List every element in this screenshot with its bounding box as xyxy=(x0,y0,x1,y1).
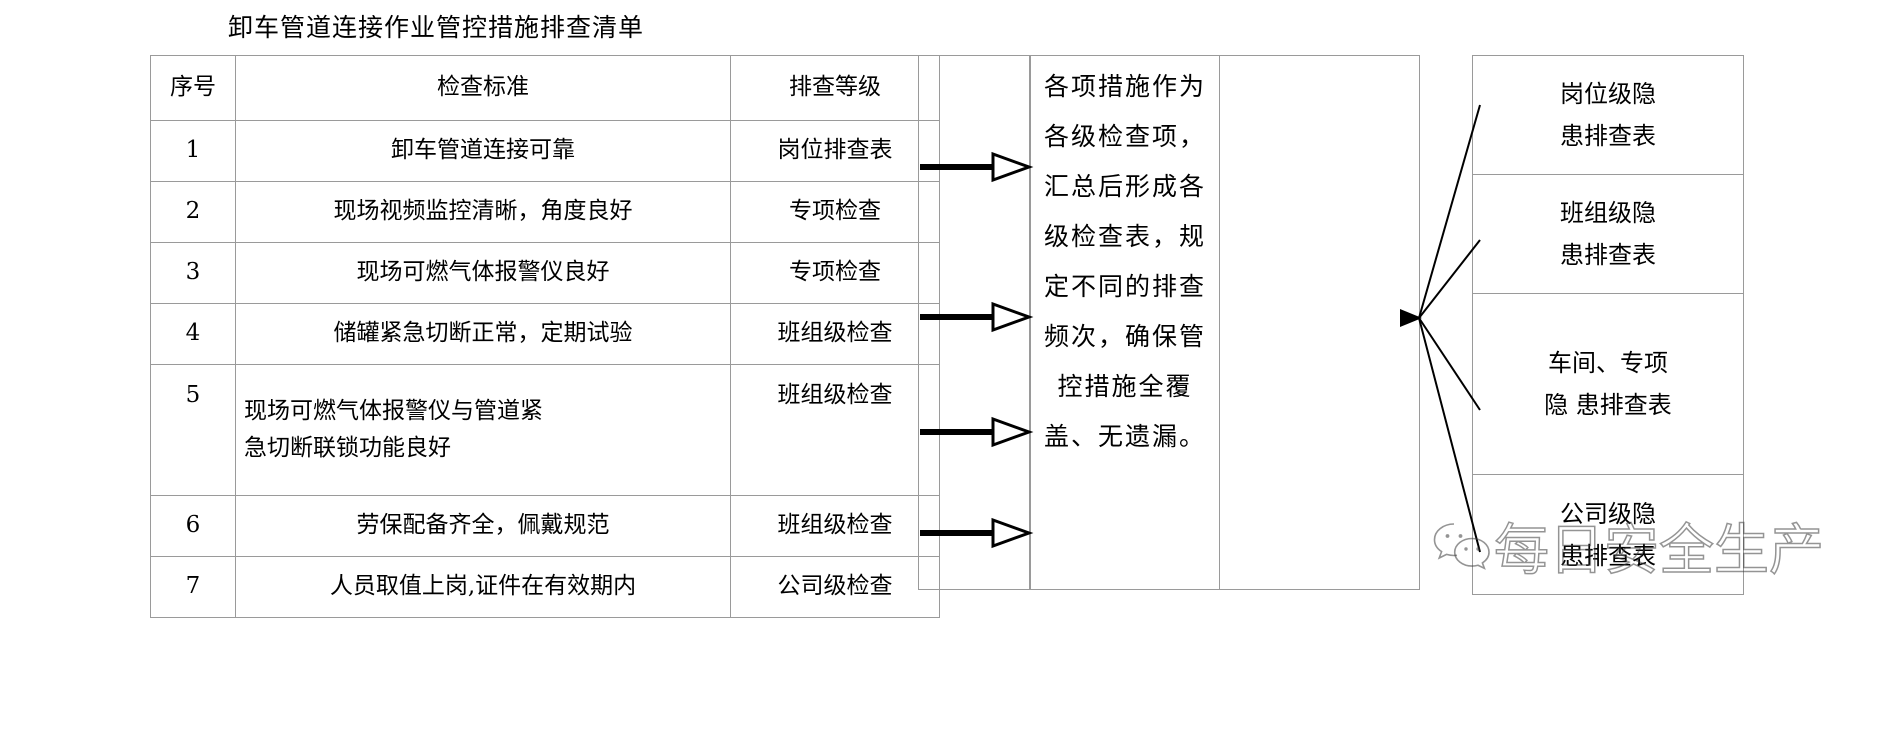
arrow-gap-column xyxy=(918,55,1030,590)
row-level: 班组级检查 xyxy=(730,495,940,557)
table-row: 7 人员取值上岗,证件在有效期内 公司级检查 xyxy=(150,556,940,618)
row-no: 1 xyxy=(150,120,236,182)
checklist-table: 序号 检查标准 排查等级 1 卸车管道连接可靠 岗位排查表 2 现场视频监控清晰… xyxy=(150,55,940,618)
table-row: 3 现场可燃气体报警仪良好 专项检查 xyxy=(150,242,940,304)
row-no: 4 xyxy=(150,303,236,365)
table-row: 4 储罐紧急切断正常，定期试验 班组级检查 xyxy=(150,303,940,365)
table-row: 2 现场视频监控清晰，角度良好 专项检查 xyxy=(150,181,940,243)
column-header-no: 序号 xyxy=(150,55,236,121)
row-standard: 现场视频监控清晰，角度良好 xyxy=(235,181,731,243)
output-cell-4: 公司级隐 患排查表 xyxy=(1472,474,1744,595)
outputs-table: 岗位级隐 患排查表 班组级隐 患排查表 车间、专项 隐 患排查表 公司级隐 患排… xyxy=(1472,55,1744,595)
fan-line-3 xyxy=(1418,317,1481,411)
table-row: 6 劳保配备齐全，佩戴规范 班组级检查 xyxy=(150,495,940,557)
output-cell-1: 岗位级隐 患排查表 xyxy=(1472,55,1744,175)
output-cell-2: 班组级隐 患排查表 xyxy=(1472,174,1744,294)
summary-text-box: 各项措施作为各级检查项，汇总后形成各级检查表，规定不同的排查频次，确保管控措施全… xyxy=(1030,55,1220,590)
output-line1: 岗位级隐 xyxy=(1560,80,1656,108)
table-header-row: 序号 检查标准 排查等级 xyxy=(150,55,940,121)
output-row: 公司级隐 患排查表 xyxy=(1472,474,1744,595)
row-standard: 储罐紧急切断正常，定期试验 xyxy=(235,303,731,365)
column-header-standard: 检查标准 xyxy=(235,55,731,121)
output-row: 车间、专项 隐 患排查表 xyxy=(1472,293,1744,475)
row-level: 岗位排查表 xyxy=(730,120,940,182)
output-cell-3: 车间、专项 隐 患排查表 xyxy=(1472,293,1744,475)
row-level: 专项检查 xyxy=(730,242,940,304)
row-level: 专项检查 xyxy=(730,181,940,243)
row-standard: 人员取值上岗,证件在有效期内 xyxy=(235,556,731,618)
output-line2: 患排查表 xyxy=(1560,122,1656,150)
diagram-container: 序号 检查标准 排查等级 1 卸车管道连接可靠 岗位排查表 2 现场视频监控清晰… xyxy=(150,55,1744,618)
fan-connector-column xyxy=(1220,55,1420,590)
row-standard: 卸车管道连接可靠 xyxy=(235,120,731,182)
row-no: 6 xyxy=(150,495,236,557)
output-line1: 班组级隐 xyxy=(1560,199,1656,227)
row-standard-line2: 急切断联锁功能良好 xyxy=(244,435,451,461)
output-row: 岗位级隐 患排查表 xyxy=(1472,55,1744,175)
output-line2: 隐 患排查表 xyxy=(1544,391,1672,419)
page-title: 卸车管道连接作业管控措施排查清单 xyxy=(228,13,645,42)
row-standard-line1: 现场可燃气体报警仪与管道紧 xyxy=(244,397,543,424)
output-line2: 患排查表 xyxy=(1560,241,1656,269)
fan-line-4 xyxy=(1418,317,1481,553)
table-row: 5 现场可燃气体报警仪与管道紧 急切断联锁功能良好 班组级检查 xyxy=(150,364,940,496)
row-level: 班组级检查 xyxy=(730,364,940,496)
output-line1: 车间、专项 xyxy=(1548,349,1668,377)
table-row: 1 卸车管道连接可靠 岗位排查表 xyxy=(150,120,940,182)
row-no: 5 xyxy=(150,364,236,496)
row-standard: 现场可燃气体报警仪与管道紧 急切断联锁功能良好 xyxy=(235,364,731,496)
row-level: 班组级检查 xyxy=(730,303,940,365)
row-no: 7 xyxy=(150,556,236,618)
column-header-level: 排查等级 xyxy=(730,55,940,121)
fan-line-1 xyxy=(1418,104,1481,319)
row-level: 公司级检查 xyxy=(730,556,940,618)
output-line2: 患排查表 xyxy=(1560,541,1656,570)
row-standard: 现场可燃气体报警仪良好 xyxy=(235,242,731,304)
row-standard: 劳保配备齐全，佩戴规范 xyxy=(235,495,731,557)
fan-line-2 xyxy=(1418,239,1481,319)
output-line1: 公司级隐 xyxy=(1560,499,1656,528)
row-no: 3 xyxy=(150,242,236,304)
output-row: 班组级隐 患排查表 xyxy=(1472,174,1744,294)
row-no: 2 xyxy=(150,181,236,243)
